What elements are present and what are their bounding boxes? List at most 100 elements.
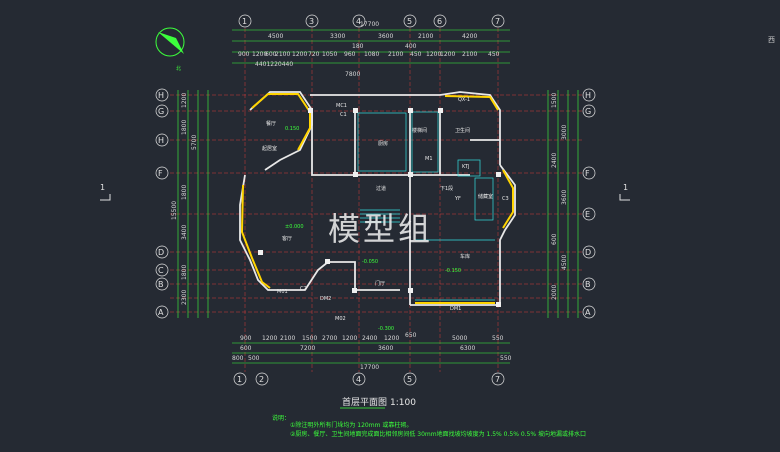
svg-text:3600: 3600 (561, 190, 568, 205)
svg-text:M01: M01 (277, 289, 288, 295)
svg-text:-0.300: -0.300 (378, 326, 394, 332)
axis-bubble: 6 (433, 14, 447, 28)
svg-text:D: D (585, 248, 591, 257)
svg-text:2: 2 (259, 375, 264, 384)
notes-line-1: ①除注明外所有门垛均为 120mm 或靠柱砌。 (290, 421, 412, 429)
dim-top-2: 3300 (330, 33, 345, 40)
room-dining: 餐厅 (266, 120, 276, 127)
axis-bubble: 5 (403, 14, 417, 28)
svg-text:C3: C3 (502, 196, 509, 202)
dim-bot-r1-2: 3600 (378, 345, 393, 352)
svg-text:1500: 1500 (551, 93, 558, 108)
dim-bot-r3-4: 550 (500, 355, 512, 362)
axis-bubble: 7 (491, 14, 505, 28)
dim-bot-total: 17700 (360, 364, 379, 371)
svg-text:4: 4 (356, 17, 361, 26)
svg-text:6: 6 (437, 17, 442, 26)
level-marks: ±0.000 -0.150 -0.050 -0.300 0.150 (285, 126, 461, 332)
room-storage: 储藏室 (478, 193, 493, 200)
svg-text:5: 5 (407, 17, 412, 26)
dim-top-r2-11: 1200 (426, 51, 441, 58)
axis-bottom: 1 2 4 5 7 (233, 372, 505, 386)
svg-text:DM1: DM1 (450, 306, 461, 312)
axis-right: H G F E D B A (582, 88, 596, 319)
svg-text:A: A (158, 308, 164, 317)
dims-right: 1500 3000 2400 3600 600 4500 2000 (551, 93, 568, 300)
dim-bot-r2-5: 1200 (342, 335, 357, 342)
dim-bot-r3-1: 500 (248, 355, 260, 362)
dim-top-4: 2100 (418, 33, 433, 40)
axis-bubble: A (582, 305, 596, 319)
svg-text:±0.000: ±0.000 (285, 224, 304, 230)
dim-top-small-3: 400 (405, 43, 417, 50)
dim-bot-r2-9: 550 (492, 335, 504, 342)
axis-bubble: D (582, 245, 596, 259)
svg-text:4500: 4500 (561, 255, 568, 270)
dim-top-r2-6: 1050 (322, 51, 337, 58)
svg-text:E: E (585, 210, 590, 219)
axis-bubble: F (582, 166, 596, 180)
svg-text:7: 7 (495, 375, 500, 384)
svg-text:3: 3 (309, 17, 314, 26)
svg-text:7: 7 (495, 17, 500, 26)
drawing-title-text: 首层平面图 (342, 396, 387, 408)
svg-text:600: 600 (551, 233, 558, 245)
dim-top-r2-5: 720 (308, 51, 320, 58)
svg-text:H: H (585, 91, 591, 100)
axis-bubble: 5 (403, 372, 417, 386)
dim-top-1: 4500 (268, 33, 283, 40)
svg-text:5: 5 (407, 375, 412, 384)
svg-text:H: H (158, 91, 164, 100)
dims-top: 17700 4500 3300 3600 2100 4200 900 1200 … (238, 21, 500, 78)
room-bath: 卫生间 (455, 127, 470, 134)
columns (258, 108, 501, 307)
axis-bubble: 4 (352, 372, 366, 386)
dim-top-small-6: 7800 (345, 71, 360, 78)
dim-top-r2-9: 2100 (388, 51, 403, 58)
dim-bot-r3-3: 650 (405, 332, 417, 339)
axis-bubble: G (155, 104, 169, 118)
dim-top-r2-12: 1200 (440, 51, 455, 58)
svg-text:2300: 2300 (181, 290, 188, 305)
building-walls-yellow (240, 93, 514, 304)
axis-bubble: F (155, 166, 169, 180)
svg-text:DM2: DM2 (320, 296, 331, 302)
svg-text:H: H (158, 136, 164, 145)
svg-text:KTJ: KTJ (462, 164, 469, 170)
dim-top-r2-1: 1200 (252, 51, 267, 58)
dim-top-r2-8: 1080 (364, 51, 379, 58)
dim-top-r2-4: 1200 (292, 51, 307, 58)
svg-text:1: 1 (242, 17, 247, 26)
svg-text:B: B (585, 280, 591, 289)
dim-top-r2-13: 2100 (462, 51, 477, 58)
svg-text:2400: 2400 (551, 153, 558, 168)
svg-text:M02: M02 (335, 316, 346, 322)
dim-top-total: 17700 (360, 21, 379, 28)
svg-text:C: C (158, 266, 164, 275)
svg-text:A: A (585, 308, 591, 317)
dim-bot-r2-8: 5000 (452, 335, 467, 342)
dim-bot-r2-7: 1200 (384, 335, 399, 342)
svg-text:B: B (158, 280, 164, 289)
dim-bot-r2-3: 1500 (302, 335, 317, 342)
dim-top-r2-7: 960 (344, 51, 356, 58)
axis-grid (170, 28, 582, 372)
axis-bubble: 4 (352, 14, 366, 28)
axis-bubble: E (582, 207, 596, 221)
svg-text:1800: 1800 (181, 265, 188, 280)
svg-text:2000: 2000 (551, 285, 558, 300)
svg-text:F: F (585, 169, 590, 178)
svg-text:3000: 3000 (561, 125, 568, 140)
room-labels: 餐厅 厨房 客厅 车库 楼梯间 卫生间 储藏室 起居室 门厅 过道 下1段 (262, 120, 493, 287)
notes: 说明： ①除注明外所有门垛均为 120mm 或靠柱砌。 ②厨房、餐厅、卫生间地面… (272, 414, 586, 438)
north-arrow-icon: 北 (155, 27, 185, 72)
svg-text:MC1: MC1 (336, 103, 347, 109)
interior-lines (357, 111, 495, 301)
section-mark-right: 1 (619, 183, 630, 201)
dim-top-r2-14: 450 (488, 51, 500, 58)
svg-text:D: D (158, 248, 164, 257)
axis-bubble: 1 (233, 372, 247, 386)
dim-bot-r2-1: 1200 (262, 335, 277, 342)
dim-bot-r1-3: 6300 (460, 345, 475, 352)
